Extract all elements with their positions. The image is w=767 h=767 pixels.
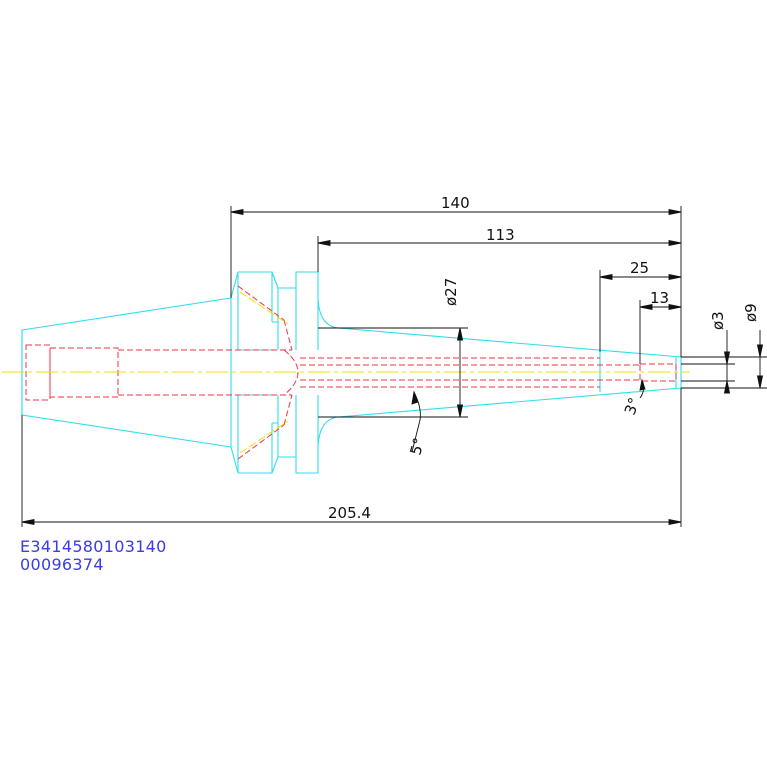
dim-text-205: 205.4 — [328, 504, 371, 522]
dimension-lines — [21, 206, 767, 527]
dim-text-113: 113 — [486, 226, 515, 244]
arrow-dia9-top — [756, 344, 764, 358]
dimension-texts: 140 113 25 13 205.4 ø27 ø3 ø9 5° 3° — [328, 194, 760, 522]
arrow-113-right — [668, 239, 682, 247]
tip-bore — [639, 363, 677, 382]
arrow-113-left — [317, 239, 331, 247]
v-groove-hidden-top — [237, 285, 285, 321]
arrow-205-left — [21, 518, 35, 526]
part-outline — [21, 271, 682, 474]
fillet-bottom — [317, 416, 339, 446]
leader-angle-5 — [411, 419, 421, 453]
v-groove-hidden-bottom-2 — [283, 394, 293, 426]
dim-text-dia9: ø9 — [742, 303, 760, 322]
arrow-25-left — [599, 273, 613, 281]
collar-bottom — [278, 395, 319, 474]
dim-text-angle-5: 5° — [406, 436, 428, 457]
drawing-code-label: E3414580103140 — [20, 537, 167, 556]
dim-text-140: 140 — [441, 194, 470, 212]
flange-bottom — [238, 394, 273, 474]
arrow-dia3-bottom — [723, 380, 731, 394]
dim-text-dia3: ø3 — [709, 311, 727, 330]
arrow-dia3-top — [723, 351, 731, 365]
dim-text-13: 13 — [650, 289, 669, 307]
arrow-dia27-top — [456, 327, 464, 341]
v-groove-hidden-top-2 — [283, 319, 293, 351]
arrow-angle-3 — [639, 378, 646, 391]
arrow-dia27-bottom — [456, 404, 464, 418]
arrow-13-right — [668, 303, 682, 311]
flange-top — [238, 271, 273, 351]
dim-text-25: 25 — [630, 259, 649, 277]
v-groove-top — [271, 271, 279, 350]
v-groove-bottom — [271, 395, 279, 474]
drawbar-thread — [25, 344, 51, 401]
arrow-dia9-bottom — [756, 375, 764, 389]
arrow-205-right — [668, 518, 682, 526]
fillet-top — [317, 299, 339, 329]
arrow-140-right — [668, 208, 682, 216]
nose-taper-top — [337, 327, 682, 358]
collar-top — [278, 271, 319, 350]
nose-taper-bottom — [337, 387, 682, 418]
dim-text-angle-3: 3° — [621, 395, 644, 417]
arrow-13-left — [639, 303, 653, 311]
v-groove-centerline-top — [239, 291, 289, 325]
v-groove-centerline-bottom — [239, 420, 289, 454]
centerlines — [2, 291, 690, 454]
arrow-angle-5 — [411, 390, 419, 405]
arrow-140-left — [230, 208, 244, 216]
drawing-number-label: 00096374 — [20, 555, 104, 574]
v-groove-hidden-bottom — [237, 424, 285, 460]
arrow-25-right — [668, 273, 682, 281]
bore-dome — [283, 349, 299, 396]
dim-text-dia27: ø27 — [442, 278, 460, 306]
